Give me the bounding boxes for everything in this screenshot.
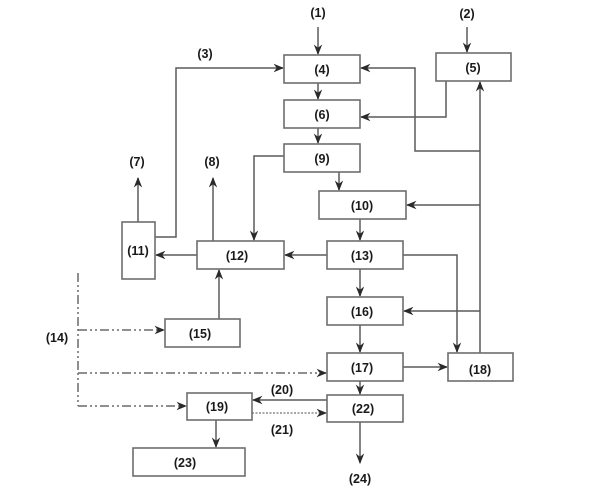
node-23: (23): [132, 447, 246, 477]
node-6: (6): [283, 99, 361, 129]
node-12: (12): [196, 240, 285, 270]
node-19: (19): [186, 392, 253, 421]
node-label: (5): [465, 61, 480, 75]
stream-label-2: (2): [459, 7, 474, 21]
stream-label-7: (7): [129, 155, 144, 169]
stream-label-8: (8): [204, 155, 219, 169]
node-label: (18): [469, 363, 491, 377]
stream-label-1: (1): [310, 6, 325, 20]
stream-label-24: (24): [349, 472, 371, 486]
node-label: (4): [314, 63, 329, 77]
edges: [77, 27, 485, 465]
stream-label-14: (14): [46, 331, 68, 345]
edge-9-to-12: [249, 155, 284, 242]
node-5: (5): [435, 52, 512, 82]
node-10: (10): [318, 190, 407, 220]
node-4: (4): [283, 54, 361, 84]
node-label: (23): [174, 456, 196, 470]
node-13: (13): [326, 240, 404, 270]
node-label: (13): [351, 249, 373, 263]
node-label: (15): [189, 327, 211, 341]
node-label: (10): [351, 199, 373, 213]
node-label: (12): [226, 249, 248, 263]
node-label: (16): [351, 305, 373, 319]
node-label: (22): [352, 402, 374, 416]
edge-13-to-18: [403, 254, 462, 354]
stream-label-21: (21): [271, 423, 293, 437]
stream-label-20: (20): [271, 383, 293, 397]
node-label: (19): [206, 400, 228, 414]
stream-label-3: (3): [197, 47, 212, 61]
node-label: (17): [351, 361, 373, 375]
edge-11-to-4: [155, 63, 285, 238]
node-11: (11): [121, 221, 156, 280]
node-label: (9): [314, 152, 329, 166]
edge-18-to-4: [359, 63, 480, 152]
node-17: (17): [326, 352, 404, 382]
node-label: (11): [127, 244, 149, 258]
node-22: (22): [326, 394, 404, 423]
node-16: (16): [326, 296, 404, 326]
node-18: (18): [447, 352, 514, 382]
stream-labels: (1) (2) (3) (7) (8) (14) (20) (21) (24): [46, 6, 475, 486]
edge-5-to-6: [359, 81, 447, 122]
node-label: (6): [314, 108, 329, 122]
node-9: (9): [283, 143, 361, 173]
node-15: (15): [164, 318, 241, 348]
nodes: (4) (5) (6) (9) (10) (11) (12) (13) (15)…: [121, 52, 514, 477]
